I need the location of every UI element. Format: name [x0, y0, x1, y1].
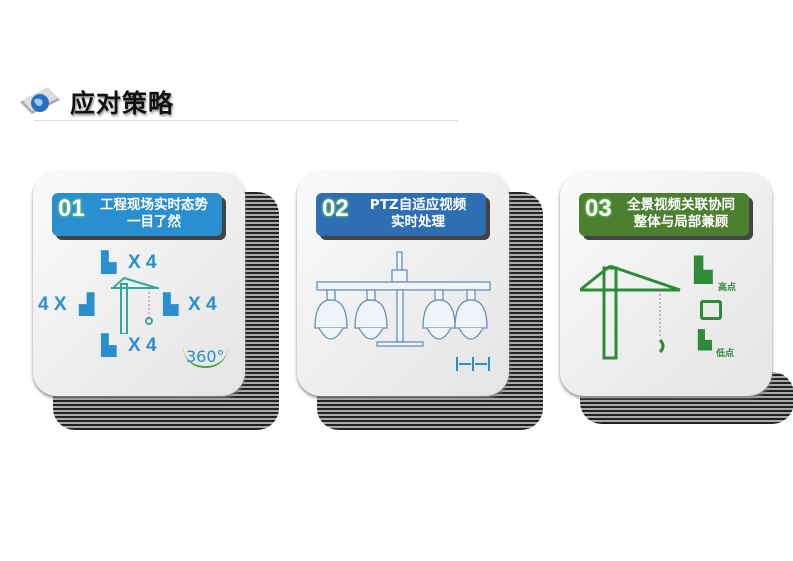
- rotation-360-badge: 360°: [183, 347, 228, 368]
- strategy-card-2: 02 PTZ自适应视频实时处理: [297, 172, 547, 432]
- camera-icon: ▙: [101, 250, 117, 274]
- card-title-line2: 整体与局部兼顾: [633, 214, 729, 230]
- strategy-card-1: 01 工程现场实时态势一目了然 X 4 ▙ 4 X ▟ X 4 ▙ X 4 ▙ …: [33, 172, 283, 432]
- high-point-label: 高点: [718, 283, 737, 293]
- card-title-line2: 一目了然: [127, 214, 181, 230]
- card-banner: 02 PTZ自适应视频实时处理: [316, 193, 486, 236]
- camera-count-top: X 4: [128, 252, 157, 273]
- link-icon: [700, 300, 722, 320]
- camera-count-left: 4 X: [38, 294, 67, 315]
- page-title: 应对策略: [70, 89, 175, 118]
- camera-icon: ▟: [79, 292, 95, 316]
- card-title-line1: 全景视频关联协同: [627, 197, 735, 213]
- card-title-line1: 工程现场实时态势: [100, 197, 208, 213]
- camera-count-right: X 4: [188, 294, 217, 315]
- card-number: 03: [585, 195, 612, 222]
- card-banner: 03 全景视频关联协同整体与局部兼顾: [579, 193, 749, 236]
- camera-icon: ▙: [163, 292, 179, 316]
- low-camera-icon: ▙: [698, 330, 712, 351]
- divider: [34, 120, 458, 121]
- globe-folder-icon: [20, 87, 60, 114]
- card-banner: 01 工程现场实时态势一目了然: [52, 193, 222, 236]
- tower-crane-icon: [111, 276, 159, 334]
- ptz-camera-array-icon: [314, 251, 491, 371]
- camera-count-bottom: X 4: [128, 335, 157, 356]
- high-camera-icon: ▙: [694, 256, 713, 284]
- card-number: 02: [322, 195, 349, 222]
- low-point-label: 低点: [716, 349, 735, 359]
- card-number: 01: [58, 195, 85, 222]
- card-title-line1: PTZ自适应视频: [369, 197, 467, 213]
- camera-icon: ▙: [101, 333, 117, 357]
- width-adjust-icon: [456, 357, 490, 371]
- strategy-card-3: 03 全景视频关联协同整体与局部兼顾 ▙ 高点 ▙ 低点: [560, 172, 793, 432]
- tower-crane-icon: [580, 264, 681, 360]
- card-title-line2: 实时处理: [391, 214, 445, 230]
